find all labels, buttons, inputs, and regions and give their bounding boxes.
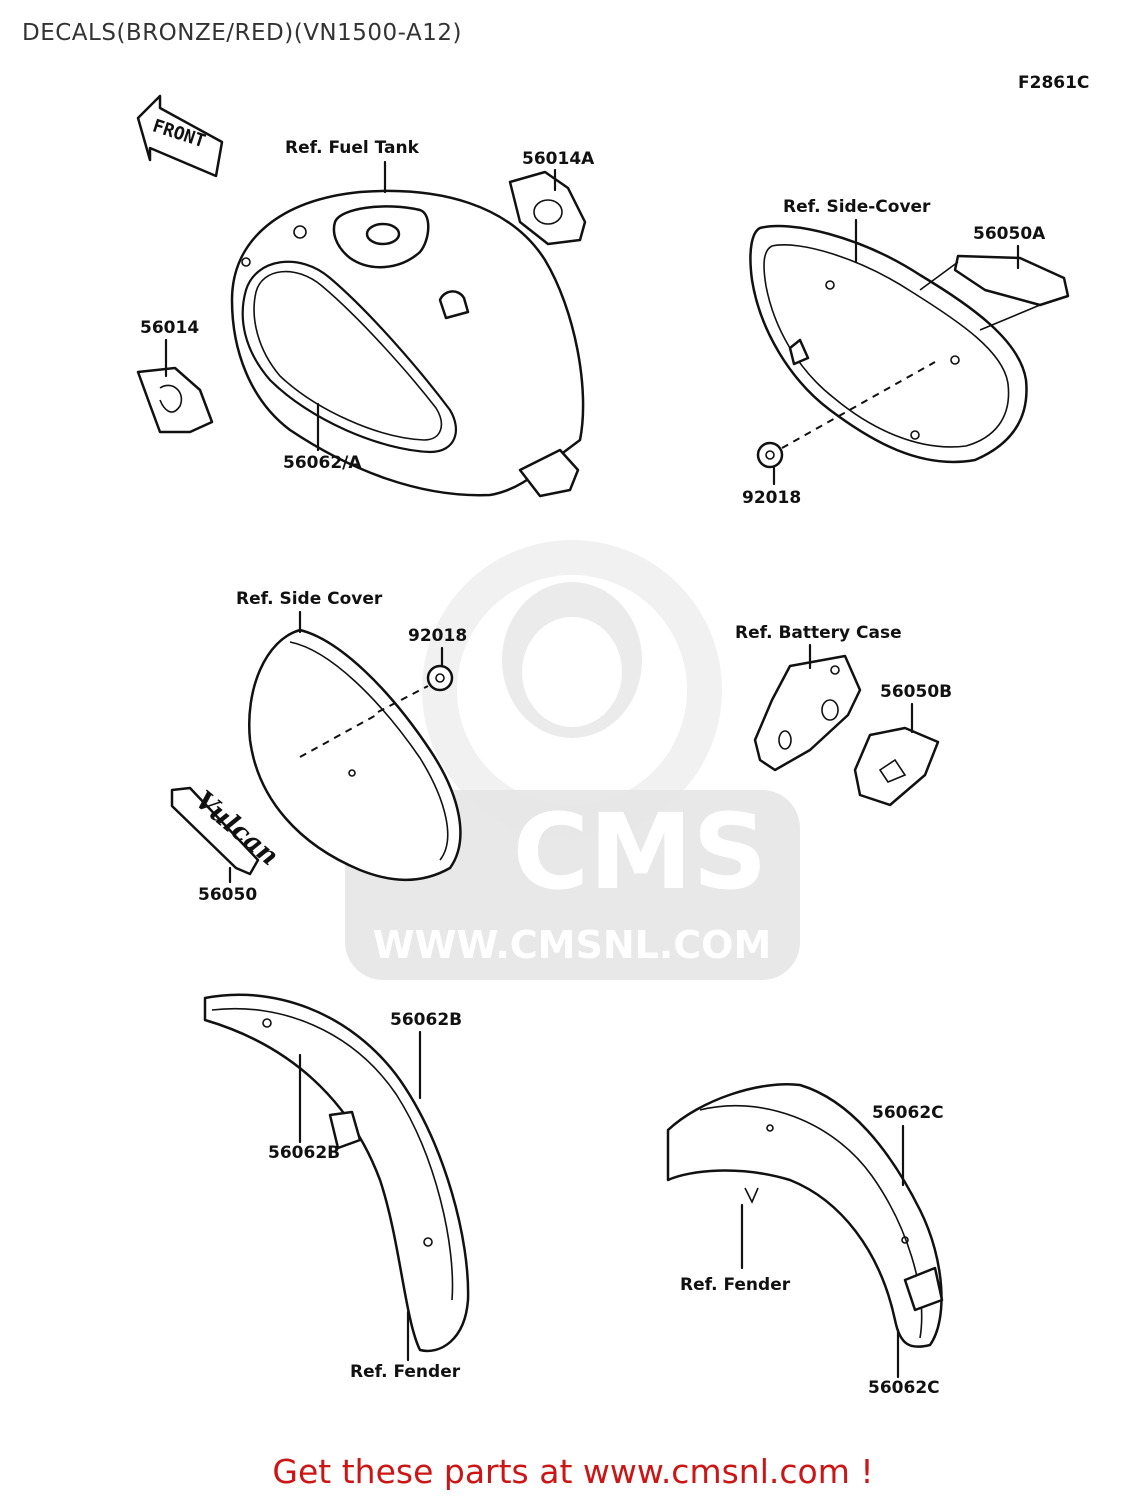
watermark-brand: CMS: [513, 791, 768, 913]
label-fuel-tank: Ref. Fuel Tank: [285, 138, 420, 158]
grommet-92018-top: [756, 361, 936, 469]
label-56062B-top: 56062B: [390, 1010, 462, 1030]
call-to-action-link[interactable]: Get these parts at www.cmsnl.com !: [272, 1452, 874, 1491]
fuel-tank: [230, 189, 585, 498]
label-56050: 56050: [198, 885, 257, 905]
label-56014A: 56014A: [522, 149, 595, 169]
watermark-url: WWW.CMSNL.COM: [373, 923, 772, 967]
page-title: DECALS(BRONZE/RED)(VN1500-A12): [22, 20, 462, 46]
label-56062C-bottom: 56062C: [868, 1378, 940, 1398]
label-56062B-bottom: 56062B: [268, 1143, 340, 1163]
decal-56014: [136, 366, 214, 434]
decal-56050B: [853, 726, 940, 807]
side-cover-mid: [248, 628, 462, 882]
decal-56014A: [508, 170, 587, 246]
label-56014: 56014: [140, 318, 199, 338]
cms-watermark: CMS WWW.CMSNL.COM: [345, 540, 800, 980]
label-56050B: 56050B: [880, 682, 952, 702]
label-56050A: 56050A: [973, 224, 1046, 244]
label-fender-front: Ref. Fender: [350, 1362, 461, 1382]
label-side-cover-mid: Ref. Side Cover: [236, 589, 383, 609]
label-battery-case: Ref. Battery Case: [735, 623, 902, 643]
grommet-92018-mid: [377, 664, 454, 713]
front-fender: [203, 993, 470, 1353]
battery-case: [753, 654, 862, 772]
label-fender-rear: Ref. Fender: [680, 1275, 791, 1295]
front-arrow: FRONT: [136, 94, 224, 178]
label-56062C-top: 56062C: [872, 1103, 944, 1123]
label-side-cover-top: Ref. Side-Cover: [783, 197, 931, 217]
decal-56050-vulcan: Vulcan: [170, 785, 284, 876]
decal-56050A: [919, 254, 1070, 331]
label-56062A: 56062/A: [283, 453, 362, 473]
rear-fender: [666, 1083, 944, 1348]
figure-code: F2861C: [1018, 73, 1089, 93]
label-92018-mid: 92018: [408, 626, 467, 646]
label-92018-top: 92018: [742, 488, 801, 508]
side-cover-top: [749, 224, 1028, 464]
